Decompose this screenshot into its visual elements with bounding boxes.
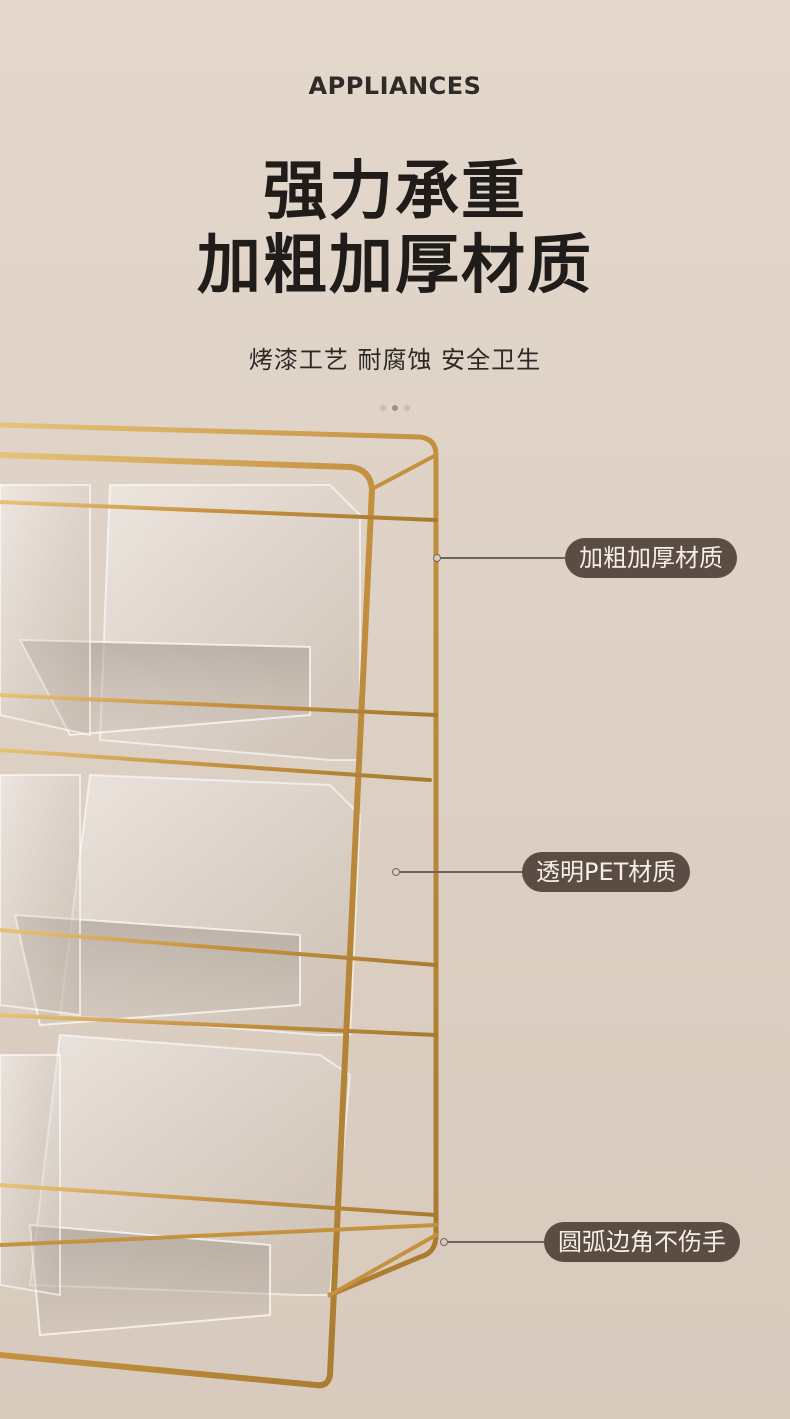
carousel-dot[interactable]: [380, 405, 386, 411]
callout-line: [448, 1241, 544, 1243]
callout-label: 圆弧边角不伤手: [544, 1222, 740, 1262]
product-image-rack: [0, 422, 439, 1389]
acrylic-bins: [0, 484, 362, 1337]
carousel-dot-active[interactable]: [392, 405, 398, 411]
callout-marker: [440, 1238, 448, 1246]
callout-marker: [433, 554, 441, 562]
callout-line: [441, 557, 565, 559]
callout-label: 加粗加厚材质: [565, 538, 737, 578]
callout-thick-material: 加粗加厚材质: [433, 538, 737, 578]
headline-line-1: 强力承重: [263, 155, 527, 229]
callout-line: [400, 871, 522, 873]
carousel-indicator[interactable]: [380, 405, 410, 411]
gold-frame: [0, 422, 439, 1389]
callout-marker: [392, 868, 400, 876]
callout-pet-material: 透明PET材质: [392, 852, 691, 892]
callout-rounded-corners: 圆弧边角不伤手: [440, 1222, 740, 1262]
headline-line-2: 加粗加厚材质: [197, 229, 593, 303]
carousel-dot[interactable]: [404, 405, 410, 411]
subtitle: 烤漆工艺 耐腐蚀 安全卫生: [248, 346, 542, 374]
callout-label: 透明PET材质: [522, 852, 691, 892]
brand-label: APPLIANCES: [308, 72, 482, 100]
